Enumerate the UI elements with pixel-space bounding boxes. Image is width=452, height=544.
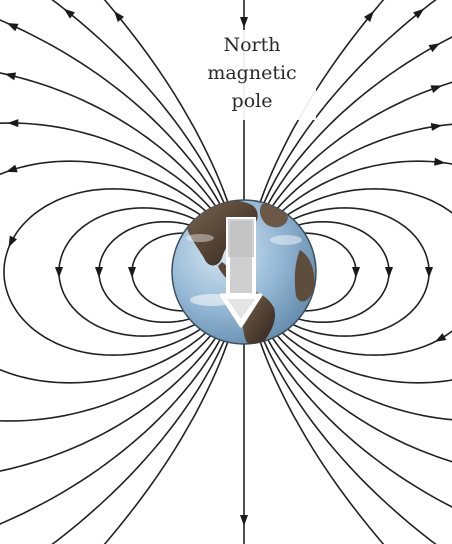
field-arrow-icon [63,8,75,19]
field-arrow-icon [7,119,19,128]
label-pole: pole [232,90,273,112]
field-arrow-icon [425,267,433,278]
field-arrow-icon [8,235,18,248]
field-arrow-icon [430,85,443,93]
field-arrow-icon [385,267,393,278]
field-arrow-icon [434,333,447,342]
label-north: North [223,34,280,56]
field-arrow-icon [128,267,136,278]
field-arrow-icon [352,267,360,278]
field-arrow-icon [428,43,441,53]
field-arrow-icon [4,72,17,81]
label-backdrop [196,30,316,120]
field-arrow-icon [5,164,18,173]
field-arrow-icon [413,8,425,19]
field-arrow-icon [6,23,19,32]
field-arrow-icon [434,157,446,166]
field-arrow-icon [240,515,248,526]
magnet-arrow-icon [219,217,263,328]
label-magnetic: magnetic [207,62,296,84]
field-arrow-icon [113,10,125,23]
field-arrow-icon [430,122,443,131]
field-arrow-icon [95,267,103,278]
field-arrow-icon [240,17,248,28]
field-arrow-icon [55,267,63,278]
field-arrow-icon [363,10,375,23]
field-arrows [4,8,447,526]
